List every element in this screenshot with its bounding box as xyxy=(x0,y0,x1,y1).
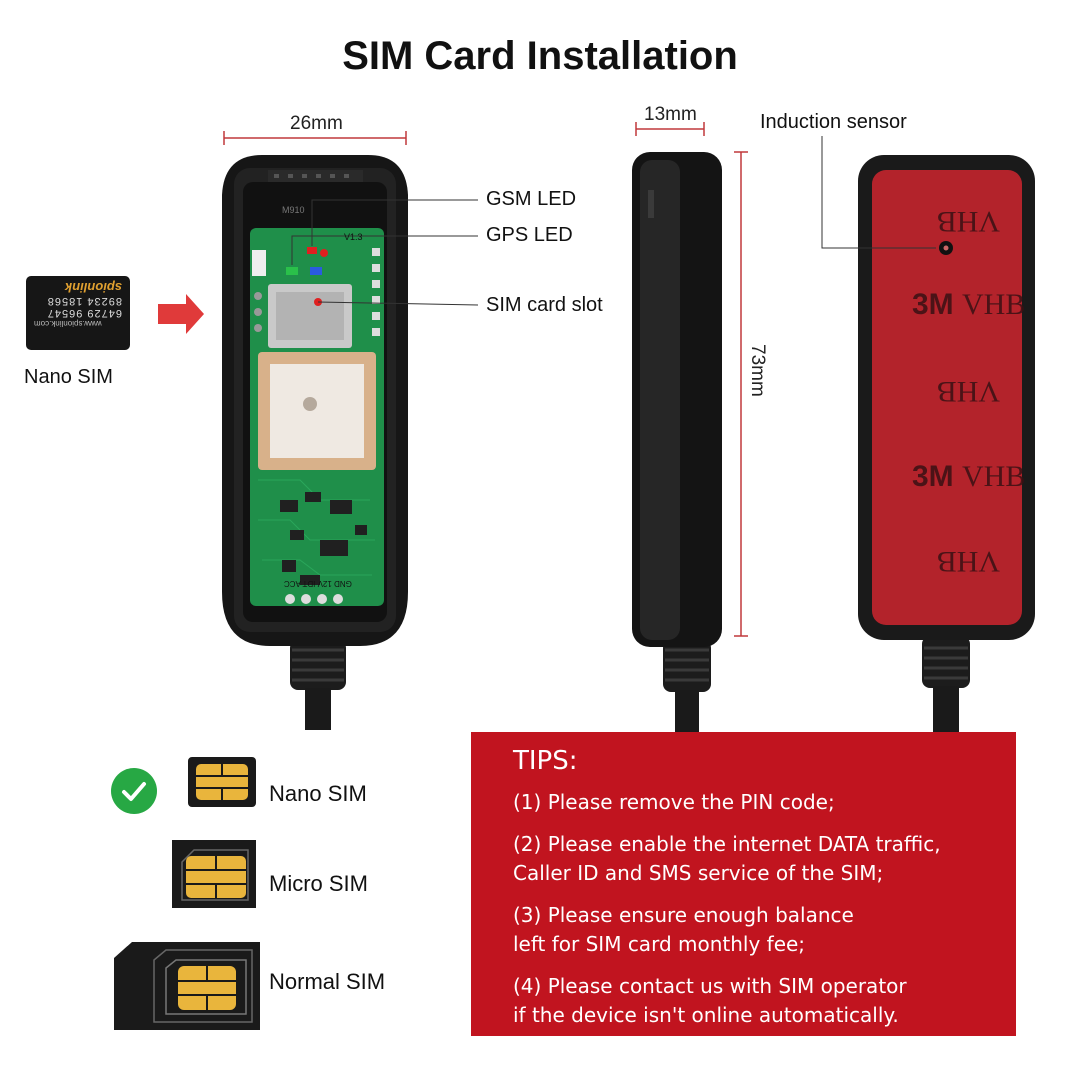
induction-sensor-label: Induction sensor xyxy=(760,111,907,133)
height-dimension-line xyxy=(734,151,748,637)
tips-panel: TIPS: (1) Please remove the PIN code; (2… xyxy=(471,732,1016,1036)
tip-line: (3) Please ensure enough balance xyxy=(513,903,854,927)
tip-line: Caller ID and SMS service of the SIM; xyxy=(513,861,884,885)
gps-led-label: GPS LED xyxy=(486,224,573,246)
front-cable xyxy=(290,640,346,730)
adhesive-vhb-flip-1: VHB xyxy=(937,205,1000,238)
height-label: 73mm xyxy=(747,344,768,397)
sensor-callout-line xyxy=(821,136,936,249)
adhesive-vhb-flip-3: VHB xyxy=(937,545,1000,578)
tips-heading: TIPS: xyxy=(513,746,578,776)
adhesive-3m-1: 3M xyxy=(912,288,954,321)
thickness-label: 13mm xyxy=(644,104,697,125)
page-title: SIM Card Installation xyxy=(342,34,738,78)
adhesive-3m-2: 3M xyxy=(912,460,954,493)
micro-sim-icon xyxy=(172,840,256,908)
gps-led-light xyxy=(286,267,298,275)
tip-line: (1) Please remove the PIN code; xyxy=(513,790,835,814)
nano-sim-card xyxy=(26,276,130,350)
adhesive-vhb-1: VHB xyxy=(962,288,1025,321)
tip-line: (4) Please contact us with SIM operator xyxy=(513,974,907,998)
adhesive-vhb-2: VHB xyxy=(962,460,1025,493)
sim-brand: spionlink xyxy=(64,280,122,295)
side-cable xyxy=(663,640,711,732)
tip-item: (1) Please remove the PIN code; xyxy=(513,788,1016,817)
board-version: V1.3 xyxy=(344,232,363,242)
sim-size-micro-label: Micro SIM xyxy=(269,871,368,896)
nano-sim-card-label: Nano SIM xyxy=(24,366,113,388)
insert-arrow xyxy=(158,294,204,334)
tip-item: (3) Please ensure enough balance left fo… xyxy=(513,901,1016,959)
nano-sim-icon xyxy=(188,757,256,807)
sim-website: www.spionlink.com xyxy=(34,319,102,328)
tip-item: (2) Please enable the internet DATA traf… xyxy=(513,830,1016,888)
gsm-led-label: GSM LED xyxy=(486,188,577,210)
nano-sim-card-text: www.spionlink.com 64729 96547 89234 1856… xyxy=(26,276,130,350)
tip-item: (4) Please contact us with SIM operator … xyxy=(513,972,1016,1030)
tip-line: left for SIM card monthly fee; xyxy=(513,932,806,956)
width-label: 26mm xyxy=(290,113,343,134)
check-icon xyxy=(111,768,157,814)
tip-line: if the device isn't online automatically… xyxy=(513,1003,899,1027)
sim-size-nano-label: Nano SIM xyxy=(269,781,367,806)
pin-labels: GND 12V IDT ACC xyxy=(284,579,352,588)
adhesive-pad xyxy=(872,170,1022,625)
normal-sim-icon xyxy=(114,942,260,1030)
sim-number-line2: 64729 96547 xyxy=(46,307,122,319)
width-dimension-line xyxy=(223,131,407,145)
module-mark: M910 xyxy=(282,205,305,215)
thickness-dimension-line xyxy=(635,122,705,136)
sim-number-line1: 89234 18568 xyxy=(46,295,122,307)
tip-line: (2) Please enable the internet DATA traf… xyxy=(513,832,941,856)
sim-slot-label: SIM card slot xyxy=(486,294,603,316)
adhesive-vhb-flip-2: VHB xyxy=(937,375,1000,408)
back-cable xyxy=(922,636,970,732)
gsm-led-light xyxy=(307,247,317,254)
sim-size-normal-label: Normal SIM xyxy=(269,969,386,994)
